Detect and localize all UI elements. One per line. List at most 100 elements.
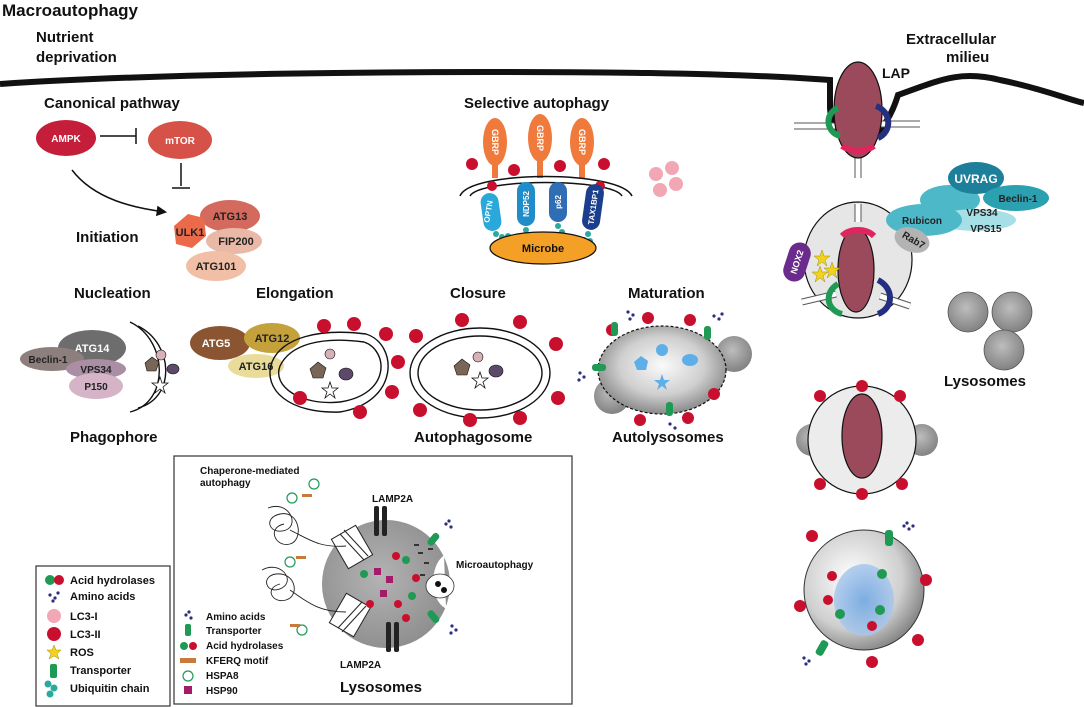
cargo-oval xyxy=(166,363,180,375)
receptor-label: OPTN xyxy=(482,200,495,224)
receptor-label: NDP52 xyxy=(522,191,531,217)
extracellular-label-line2: milieu xyxy=(946,49,989,66)
uvrag-node xyxy=(948,162,1004,194)
maturation-heading: Maturation xyxy=(628,285,705,302)
cma-legend: Amino acids Transporter Acid hydrolases … xyxy=(180,610,284,697)
vps15-label: VPS15 xyxy=(970,224,1002,235)
ulk1-node xyxy=(174,214,206,248)
beclin1-lap-label: Beclin-1 xyxy=(999,194,1038,205)
cma-hydrolases xyxy=(360,552,420,622)
unfolded-proteins xyxy=(261,505,347,613)
cma-legend-item: Acid hydrolases xyxy=(206,641,284,652)
beclin1-label: Beclin-1 xyxy=(29,355,68,366)
elongation-heading: Elongation xyxy=(256,285,334,302)
gbrp-label: GBRP xyxy=(535,125,545,151)
atg16-label: ATG16 xyxy=(239,361,274,373)
hspa8-markers xyxy=(284,478,320,636)
nutrient-label-line2: deprivation xyxy=(36,49,117,66)
legend-item: Ubiquitin chain xyxy=(70,683,150,695)
initiation-label: Initiation xyxy=(76,229,139,246)
p150-node xyxy=(69,373,123,399)
fip200-label: FIP200 xyxy=(218,236,253,248)
phagophore-label: Phagophore xyxy=(70,429,158,446)
cma-title-line1: Chaperone-mediated xyxy=(200,466,299,477)
activation-arrow xyxy=(71,169,168,217)
p150-label: P150 xyxy=(84,382,108,393)
cma-legend-item: HSPA8 xyxy=(206,671,239,682)
autophagosome-label: Autophagosome xyxy=(414,429,532,446)
selective-membrane-outer xyxy=(459,175,633,197)
lamp2a-top xyxy=(374,506,387,536)
autophagosome-outer xyxy=(409,327,551,419)
cma-legend-item: KFERQ motif xyxy=(206,656,269,667)
legend-item: Amino acids xyxy=(70,591,135,603)
rubicon-label: Rubicon xyxy=(902,216,942,227)
mtor-node xyxy=(148,121,212,159)
receptor-label: p62 xyxy=(554,195,563,209)
receptor-group: OPTN NDP52 p62 TAX1BP1 xyxy=(480,182,604,231)
uvrag-label: UVRAG xyxy=(954,172,997,186)
legend-item: ROS xyxy=(70,647,94,659)
beclin1-lap-node xyxy=(983,185,1049,211)
gbrp-node xyxy=(528,114,552,162)
legend-item: Acid hydrolases xyxy=(70,575,155,587)
vps34-node xyxy=(66,359,126,379)
lap-phagosome-1 xyxy=(794,61,920,178)
cma-lysosomes-label: Lysosomes xyxy=(340,679,422,696)
atg101-label: ATG101 xyxy=(196,261,237,273)
kferq-motifs xyxy=(290,494,312,627)
legend-item: LC3-II xyxy=(70,629,101,641)
extracellular-label-line1: Extracellular xyxy=(906,31,996,48)
legend-item: Transporter xyxy=(70,665,132,677)
ampk-label: AMPK xyxy=(51,134,81,145)
lap-label: LAP xyxy=(882,65,910,81)
atg13-node xyxy=(200,200,260,232)
cma-transporters xyxy=(328,524,374,638)
closure-lc3ii xyxy=(409,313,565,427)
lamp2a-bottom xyxy=(386,622,399,652)
lysosomes-label: Lysosomes xyxy=(944,373,1026,390)
elongation-membrane xyxy=(277,339,365,404)
cma-legend-item: HSP90 xyxy=(206,686,238,697)
ampk-node xyxy=(36,120,96,156)
cargo-dot xyxy=(155,349,167,361)
atg14-label: ATG14 xyxy=(75,343,111,355)
lap-complex: UVRAG Beclin-1 Rubicon VPS34 VPS15 Rab7 xyxy=(886,162,1049,253)
atg101-node xyxy=(186,251,246,281)
atg5-node xyxy=(190,326,250,360)
diagram-title: Macroautophagy xyxy=(2,1,139,20)
ulk1-label: ULK1 xyxy=(176,227,205,239)
lap-phagolysosome xyxy=(796,380,938,500)
lamp2a-top-label: LAMP2A xyxy=(372,494,413,505)
gbrp-node xyxy=(570,118,594,166)
microautophagy-label: Microautophagy xyxy=(456,560,534,571)
maturation-blue-cargo xyxy=(634,344,698,390)
gbrp-node xyxy=(483,118,507,166)
nucleation-heading: Nucleation xyxy=(74,285,151,302)
cma-transporter-green xyxy=(427,532,440,624)
beclin1-node xyxy=(20,347,84,371)
fip200-node xyxy=(206,228,262,254)
atg13-label: ATG13 xyxy=(213,211,248,223)
vps34-label: VPS34 xyxy=(80,365,112,376)
canonical-heading: Canonical pathway xyxy=(44,95,181,112)
selective-membrane-inner xyxy=(469,181,623,197)
atg5-label: ATG5 xyxy=(202,338,231,350)
cma-title-line2: autophagy xyxy=(200,478,251,489)
gbrp-label: GBRP xyxy=(490,129,500,155)
gbrp-label: GBRP xyxy=(577,129,587,155)
cma-legend-item: Amino acids xyxy=(206,612,266,623)
microbe-label: Microbe xyxy=(522,243,564,255)
maturation-transporters xyxy=(592,322,711,416)
cma-dashes xyxy=(414,544,433,576)
cma-legend-item: Transporter xyxy=(206,626,262,637)
atg12-label: ATG12 xyxy=(255,333,290,345)
selective-heading: Selective autophagy xyxy=(464,95,610,112)
autophagosome-inner xyxy=(417,335,543,411)
vps34-label: VPS34 xyxy=(966,208,998,219)
lamp2a-bottom-label: LAMP2A xyxy=(340,660,381,671)
cargo-pentagon xyxy=(144,356,160,372)
mtor-label: mTOR xyxy=(165,136,196,147)
nox2-node xyxy=(783,242,811,282)
nutrient-label-line1: Nutrient xyxy=(36,29,94,46)
